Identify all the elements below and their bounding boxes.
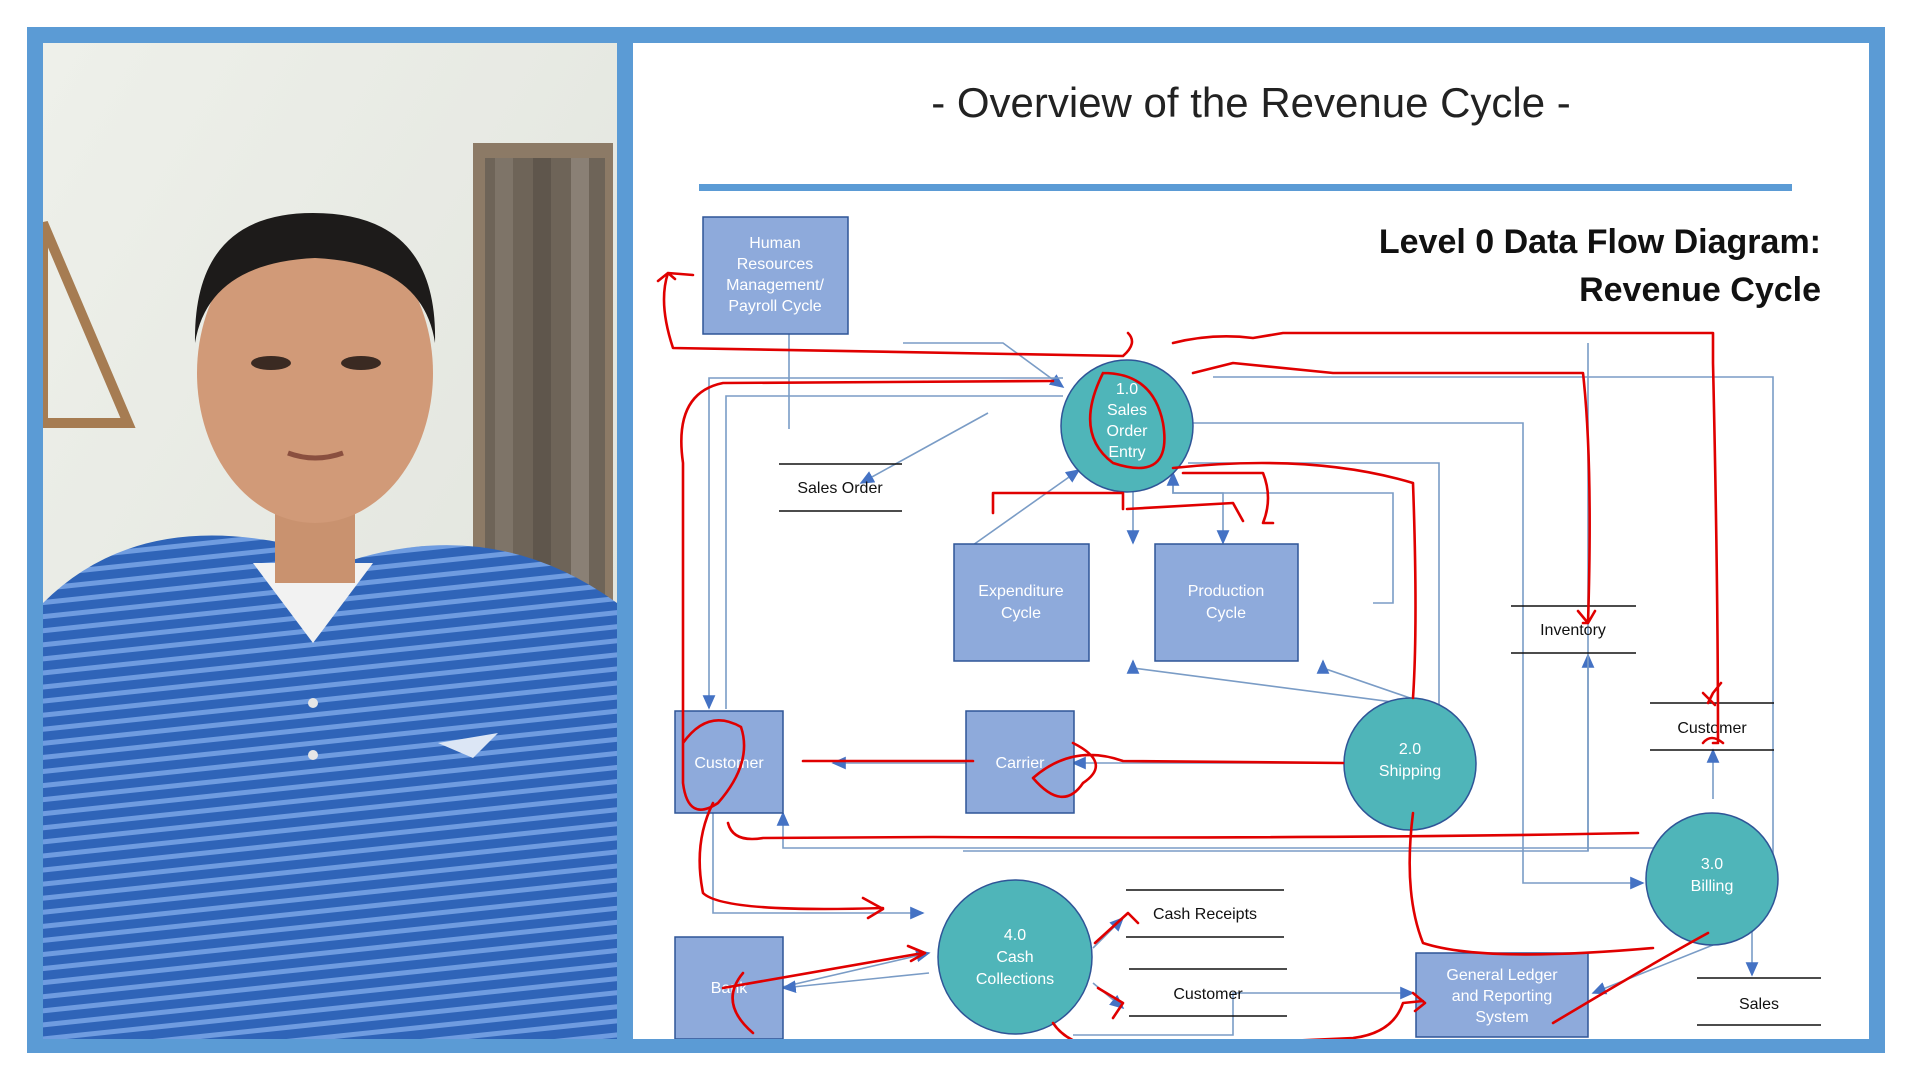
red-annotations: [656, 271, 1725, 1039]
process-4-line1: Cash: [996, 949, 1033, 966]
datastore-customer-right-label: Customer: [1677, 720, 1747, 737]
datastore-inventory: Inventory: [1511, 605, 1636, 654]
process-3-number: 3.0: [1701, 856, 1723, 873]
process-2-label: Shipping: [1379, 763, 1441, 780]
title-divider: [699, 184, 1792, 191]
process-1-line3: Entry: [1108, 444, 1145, 461]
flow-shipping-to-expenditure: [1126, 659, 1440, 709]
entity-customer: Customer: [674, 710, 784, 814]
entity-gl-line3: System: [1475, 1009, 1528, 1026]
flow-sales-to-production: [1172, 480, 1230, 545]
wall-decoration: [43, 221, 136, 428]
entity-general-ledger: General Ledger and Reporting System: [1415, 952, 1589, 1038]
annotation-shipping-billing: [1408, 811, 1710, 1025]
flow-billing-to-gl: [1591, 944, 1714, 995]
annotation-sales-to-shipping: [1171, 461, 1417, 700]
process-shipping: 2.0 Shipping: [1343, 697, 1477, 831]
datastore-sales-order: Sales Order: [779, 463, 902, 512]
process-1-line1: Sales: [1107, 402, 1147, 419]
datastore-sales: Sales: [1697, 977, 1821, 1026]
datastore-sales-order-label: Sales Order: [797, 480, 883, 497]
flow-cash-to-gl: [1073, 986, 1415, 1036]
datastore-customer-bottom: Customer: [1129, 968, 1287, 1017]
wooden-sign: [473, 143, 613, 613]
annotation-inventory-flow: [1191, 361, 1597, 625]
annotation-bank-cash: [721, 944, 927, 1035]
flow-expenditure-to-sales: [972, 469, 1081, 546]
flow-customer-to-sales: [725, 395, 1063, 709]
flow-inventory-loop: [963, 343, 1589, 852]
process-2-number: 2.0: [1399, 741, 1421, 758]
flow-sales-to-customer: [702, 377, 1063, 710]
entity-hr-line3: Management/: [726, 277, 824, 294]
annotation-sales-circle: [1088, 371, 1166, 470]
process-4-number: 4.0: [1004, 927, 1026, 944]
datastore-sales-label: Sales: [1739, 996, 1779, 1013]
entity-hr-payroll-cycle: Human Resources Management/ Payroll Cycl…: [702, 216, 849, 335]
presenter-video-frame: [43, 43, 617, 1039]
flow-billing-to-customer: [776, 811, 1673, 849]
entity-expenditure-cycle: Expenditure Cycle: [953, 543, 1090, 662]
flow-bank-to-cash: [777, 949, 931, 989]
flow-customer-to-cash: [712, 813, 925, 920]
annotation-sales-to-customer: [680, 379, 1055, 811]
annotation-customer-to-cash: [698, 801, 885, 920]
process-1-number: 1.0: [1116, 381, 1138, 398]
datastore-cash-receipts-label: Cash Receipts: [1153, 906, 1257, 923]
process-cash-collections: 4.0 Cash Collections: [937, 879, 1093, 1035]
diagram-subtitle-line1: Level 0 Data Flow Diagram:: [1379, 223, 1821, 261]
entity-hr-line1: Human: [749, 235, 801, 252]
revenue-cycle-dfd: - Overview of the Revenue Cycle - Level …: [656, 79, 1821, 1039]
entity-gl-line2: and Reporting: [1452, 988, 1553, 1005]
datastore-customer-bottom-label: Customer: [1173, 986, 1243, 1003]
annotation-cash-outputs: [1093, 911, 1140, 1020]
process-1-line2: Order: [1107, 423, 1149, 440]
entity-expenditure-line2: Cycle: [1001, 605, 1041, 622]
diagram-subtitle-line2: Revenue Cycle: [1579, 271, 1821, 309]
data-flows: [702, 313, 1774, 1036]
flow-hr-to-sales-order: [903, 342, 1065, 388]
flow-sales-to-customer-store: [1213, 376, 1774, 903]
annotation-customer-check: [1701, 681, 1723, 707]
entity-production-line1: Production: [1188, 583, 1265, 600]
entity-carrier-label: Carrier: [996, 755, 1046, 772]
entity-hr-line2: Resources: [737, 256, 813, 273]
annotation-top-loop: [1171, 331, 1725, 745]
annotation-cycle-flows: [991, 491, 1245, 523]
presenter-video: [43, 43, 617, 1039]
slide: - Overview of the Revenue Cycle - Level …: [633, 43, 1869, 1039]
annotation-billing-to-customer: [726, 821, 1640, 841]
entity-expenditure-line1: Expenditure: [978, 583, 1063, 600]
process-sales-order-entry: 1.0 Sales Order Entry: [1060, 359, 1194, 493]
flow-production-to-sales: [1166, 471, 1394, 604]
entity-gl-line1: General Ledger: [1446, 967, 1558, 984]
annotation-shipping-to-carrier: [1031, 741, 1345, 799]
presenter: [43, 213, 617, 1039]
flow-to-sales-order-store: [859, 412, 989, 484]
slide-title: - Overview of the Revenue Cycle -: [931, 79, 1571, 126]
entity-bank-label: Bank: [711, 980, 748, 997]
entity-production-cycle: Production Cycle: [1154, 543, 1299, 662]
entity-customer-label: Customer: [694, 755, 764, 772]
process-3-label: Billing: [1691, 878, 1734, 895]
annotation-production-flow: [1181, 471, 1275, 525]
annotation-hr-flow: [656, 271, 1134, 358]
flow-cash-to-bank: [781, 972, 930, 994]
annotation-cash-to-gl: [1051, 991, 1427, 1039]
entity-hr-line4: Payroll Cycle: [728, 298, 821, 315]
process-4-line2: Collections: [976, 971, 1054, 988]
entity-production-line2: Cycle: [1206, 605, 1246, 622]
flow-shipping-to-production: [1316, 659, 1440, 709]
datastore-inventory-label: Inventory: [1540, 622, 1606, 639]
process-billing: 3.0 Billing: [1645, 812, 1779, 946]
datastore-cash-receipts: Cash Receipts: [1126, 889, 1284, 938]
